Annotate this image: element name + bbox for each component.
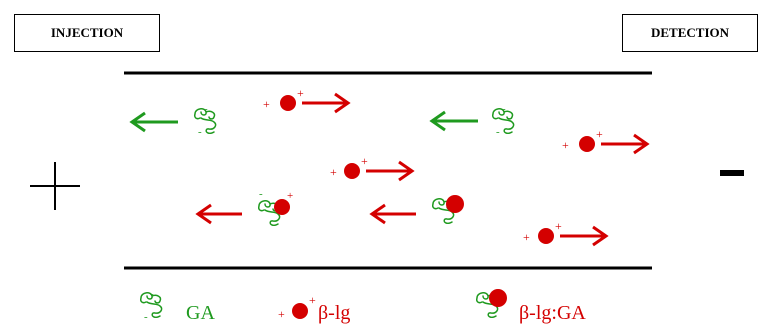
legend-complex-label: β-lg:GA	[519, 302, 586, 324]
ga-charge: -	[496, 126, 500, 138]
svg-text:+: +	[523, 230, 530, 244]
svg-text:+: +	[263, 97, 270, 111]
ga-molecule-1: - -	[129, 103, 217, 138]
legend-blg: + + β-lg	[278, 293, 350, 324]
anode-plus-icon	[30, 162, 80, 210]
svg-text:+: +	[330, 165, 337, 179]
legend-ga-label: GA	[186, 302, 215, 324]
blg-molecule-3: + +	[330, 154, 415, 182]
svg-text:+: +	[309, 293, 316, 307]
svg-text:+: +	[278, 307, 285, 321]
svg-text:+: +	[555, 219, 562, 233]
svg-text:+: +	[297, 86, 304, 100]
ga-charge: -	[198, 126, 202, 138]
svg-text:+: +	[287, 190, 293, 202]
ga-charge: -	[204, 103, 208, 115]
svg-text:+: +	[361, 154, 368, 168]
detection-box: DETECTION	[622, 14, 758, 52]
svg-text:-: -	[150, 288, 154, 300]
blg-protein-icon	[344, 163, 360, 179]
injection-box: INJECTION	[14, 14, 160, 52]
legend: - - GA + + β-lg β-lg:GA	[139, 288, 586, 324]
blg-molecule-1: + +	[263, 86, 351, 114]
complex-molecule-1: - +	[195, 188, 293, 227]
detection-label: DETECTION	[650, 25, 730, 40]
injection-label: INJECTION	[50, 25, 124, 40]
svg-text:+: +	[562, 138, 569, 152]
ga-arrowhead-1	[129, 111, 146, 133]
legend-ga: - - GA	[139, 288, 215, 324]
complex-molecule-2	[369, 195, 464, 225]
blg-molecule-4: + +	[523, 219, 609, 247]
blg-protein-icon	[538, 228, 554, 244]
ga-molecule-2: - -	[429, 103, 515, 138]
blg-molecule-2: + +	[562, 127, 650, 155]
legend-blg-label: β-lg	[318, 302, 350, 324]
blg-protein-icon	[280, 95, 296, 111]
svg-text:-: -	[259, 188, 263, 200]
legend-complex: β-lg:GA	[475, 289, 586, 324]
cathode-minus-icon	[720, 170, 744, 176]
svg-text:-: -	[144, 311, 148, 323]
svg-text:+: +	[596, 127, 603, 141]
ga-charge: -	[502, 103, 506, 115]
blg-protein-icon	[292, 303, 308, 319]
blg-protein-icon	[579, 136, 595, 152]
